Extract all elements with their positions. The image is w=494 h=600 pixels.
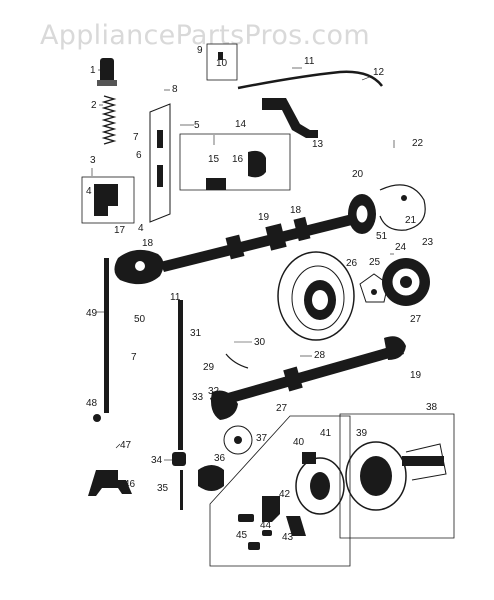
detail-box-14 xyxy=(179,133,291,191)
spring-part xyxy=(101,95,117,145)
presser-foot-part xyxy=(88,470,132,496)
callout-17: 17 xyxy=(114,225,126,236)
callout-23: 23 xyxy=(422,237,434,248)
callout-40: 40 xyxy=(293,437,305,448)
callout-49: 49 xyxy=(86,308,98,319)
watermark-text: AppliancePartsPros.com xyxy=(40,20,370,51)
arm-shaft-assembly xyxy=(114,70,426,285)
callout-19a: 19 xyxy=(258,212,270,223)
upper-shaft-part xyxy=(160,212,364,272)
detail-box-39 xyxy=(209,415,351,567)
callout-28: 28 xyxy=(314,350,326,361)
gear-housing-assembly xyxy=(210,251,430,420)
callout-31: 31 xyxy=(190,328,202,339)
callout-22: 22 xyxy=(412,138,424,149)
callout-24: 24 xyxy=(395,242,407,253)
callout-7b: 7 xyxy=(131,352,137,363)
callout-3: 3 xyxy=(90,155,96,166)
callout-19b: 19 xyxy=(410,370,422,381)
callout-25: 25 xyxy=(369,257,381,268)
callout-42: 42 xyxy=(279,489,291,500)
callout-44: 44 xyxy=(260,520,272,531)
callout-33: 33 xyxy=(192,392,204,403)
callout-37: 37 xyxy=(256,433,268,444)
callout-34: 34 xyxy=(151,455,163,466)
callout-6: 6 xyxy=(136,150,142,161)
callout-labels: 1 2 3 4 4 5 6 7 7 8 9 10 11 11 12 13 14 … xyxy=(86,45,438,543)
callout-27a: 27 xyxy=(410,314,422,325)
callout-43: 43 xyxy=(282,532,294,543)
needle-bar-assembly xyxy=(81,58,186,510)
callout-39: 39 xyxy=(356,428,368,439)
callout-1: 1 xyxy=(90,65,96,76)
hook-assembly xyxy=(198,425,447,550)
callout-13: 13 xyxy=(312,139,324,150)
bushing-part xyxy=(100,58,114,86)
callout-47: 47 xyxy=(120,440,132,451)
needle-bar-part xyxy=(178,300,183,450)
callout-41: 41 xyxy=(320,428,332,439)
callout-46: 46 xyxy=(124,479,136,490)
callout-15: 15 xyxy=(208,154,220,165)
callout-4b: 4 xyxy=(138,223,144,234)
presser-bar-part xyxy=(104,258,109,413)
leader-lines xyxy=(91,67,395,461)
callout-36: 36 xyxy=(214,453,226,464)
callout-8: 8 xyxy=(172,84,178,95)
callout-18a: 18 xyxy=(290,205,302,216)
callout-32: 32 xyxy=(208,386,220,397)
callout-30: 30 xyxy=(254,337,266,348)
callout-14: 14 xyxy=(235,119,247,130)
callout-10: 10 xyxy=(216,58,228,69)
callout-35: 35 xyxy=(157,483,169,494)
callout-48: 48 xyxy=(86,398,98,409)
callout-2: 2 xyxy=(91,100,97,111)
callout-21: 21 xyxy=(405,215,417,226)
callout-29: 29 xyxy=(203,362,215,373)
callout-50: 50 xyxy=(134,314,146,325)
callout-11a: 11 xyxy=(304,56,315,67)
callout-38: 38 xyxy=(426,402,438,413)
detail-box-9 xyxy=(206,43,238,81)
callout-12: 12 xyxy=(373,67,385,78)
callout-9: 9 xyxy=(197,45,203,56)
callout-20: 20 xyxy=(352,169,364,180)
callout-45: 45 xyxy=(236,530,248,541)
callout-18b: 18 xyxy=(142,238,154,249)
detail-box-38 xyxy=(339,413,455,539)
lower-shaft-part xyxy=(210,344,404,408)
callout-26: 26 xyxy=(346,258,358,269)
callout-11b: 11 xyxy=(170,292,181,303)
callout-16: 16 xyxy=(232,154,244,165)
callout-4a: 4 xyxy=(86,186,92,197)
callout-51: 51 xyxy=(376,231,388,242)
callout-27b: 27 xyxy=(276,403,288,414)
callout-5: 5 xyxy=(194,120,200,131)
callout-7a: 7 xyxy=(133,132,139,143)
detail-box-3 xyxy=(81,176,135,224)
